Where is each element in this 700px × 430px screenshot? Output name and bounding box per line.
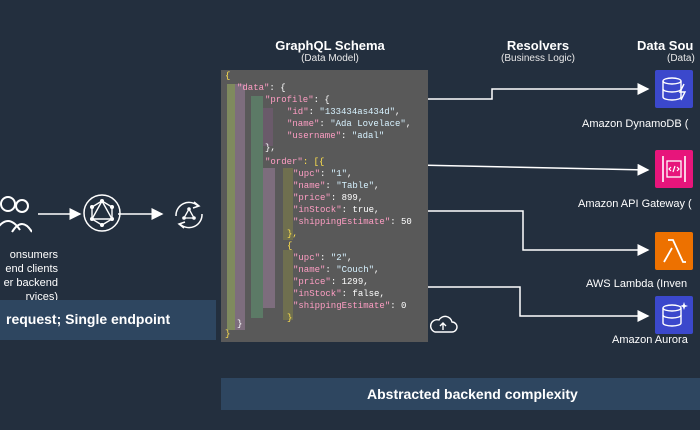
api-gateway-icon: [655, 150, 693, 188]
api-gateway-label: Amazon API Gateway (: [578, 198, 692, 210]
abstracted-complexity-text: Abstracted backend complexity: [367, 386, 578, 402]
single-endpoint-banner: request; Single endpoint: [0, 300, 216, 340]
sources-header: Data Sou (Data): [637, 38, 700, 64]
resolvers-header: Resolvers (Business Logic): [478, 38, 598, 64]
code-line-23: }: [237, 319, 243, 329]
graphql-icon: [82, 193, 122, 233]
code-line-20: "shippingEstimate": 0: [293, 301, 407, 311]
code-line-17: "name": "Couch",: [293, 265, 380, 275]
code-line-21: }: [287, 313, 293, 323]
code-line-8: "order": [{: [265, 157, 325, 167]
consumers-icon: [0, 192, 33, 238]
lambda-icon: [655, 232, 693, 270]
code-line-24: }: [225, 329, 231, 339]
resolvers-subtitle: (Business Logic): [501, 53, 575, 64]
dynamodb-icon: [655, 70, 693, 108]
abstracted-complexity-banner: Abstracted backend complexity: [221, 378, 700, 410]
code-line-11: "price": 899,: [293, 193, 364, 203]
sources-subtitle: (Data): [667, 53, 695, 64]
resolvers-title: Resolvers: [506, 38, 570, 53]
code-line-7: },: [265, 143, 276, 153]
code-line-3: "profile": {: [265, 95, 330, 105]
schema-code-panel: { "data": { "profile": { "id": "133434as…: [221, 70, 428, 342]
consumers-line-3: er backend: [3, 277, 58, 289]
lambda-label: AWS Lambda (Inven: [586, 278, 688, 290]
code-line-1: {: [225, 71, 231, 81]
code-line-5: "name": "Ada Lovelace",: [287, 119, 412, 129]
consumers-label: onsumers end clients er backend rvices): [0, 248, 58, 304]
consumers-line-2: end clients: [5, 263, 58, 275]
code-line-9: "upc": "1",: [293, 169, 353, 179]
code-line-12: "inStock": true,: [293, 205, 380, 215]
code-line-6: "username": "adal": [287, 131, 385, 141]
code-line-2: "data": {: [237, 83, 286, 93]
schema-header: GraphQL Schema (Data Model): [255, 38, 405, 64]
schema-subtitle: (Data Model): [301, 53, 359, 64]
aurora-icon: [655, 296, 693, 334]
code-line-13: "shippingEstimate": 50: [293, 217, 412, 227]
code-line-19: "inStock": false,: [293, 289, 385, 299]
code-line-16: "upc": "2",: [293, 253, 353, 263]
code-line-14: },: [287, 229, 298, 239]
code-line-15: {: [287, 241, 293, 251]
dynamodb-label: Amazon DynamoDB (: [582, 118, 689, 130]
cloud-upload-icon: [428, 314, 458, 336]
code-line-4: "id": "133434as434d",: [287, 107, 401, 117]
code-line-10: "name": "Table",: [293, 181, 380, 191]
consumers-line-1: onsumers: [9, 249, 58, 261]
sources-title: Data Sou: [637, 38, 694, 53]
schema-title: GraphQL Schema: [275, 38, 385, 53]
single-endpoint-text: request; Single endpoint: [6, 311, 171, 327]
code-line-18: "price": 1299,: [293, 277, 369, 287]
appsync-icon: [170, 196, 208, 234]
arrow-instock-to-lambda: [388, 210, 650, 256]
arrow-price-to-aurora: [381, 286, 650, 322]
aurora-label: Amazon Aurora: [612, 334, 688, 346]
